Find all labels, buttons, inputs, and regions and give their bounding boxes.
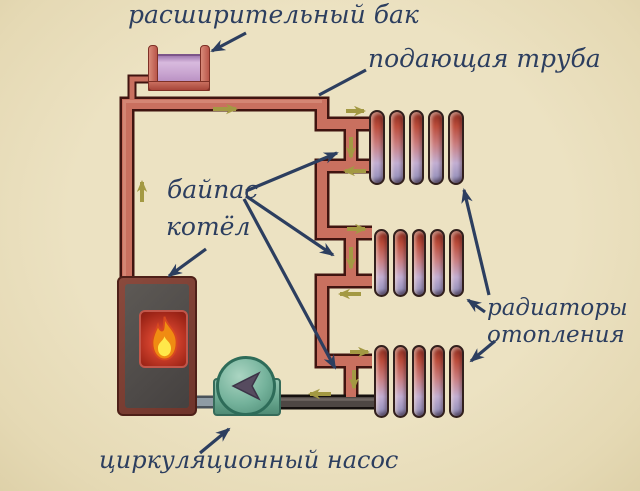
expansion-tank-liquid — [157, 54, 201, 82]
pointer-expansion-tank — [210, 31, 247, 53]
pump-rotor — [216, 356, 276, 416]
pointer-supply-pipe — [318, 68, 367, 97]
radiator-3 — [374, 345, 464, 418]
radiator-1 — [369, 110, 464, 185]
boiler-fire-window — [139, 310, 188, 368]
pump-impeller-icon — [231, 371, 261, 401]
circulation-pump — [212, 356, 284, 418]
pointer-radiator-2 — [466, 298, 486, 314]
boiler-body — [125, 284, 189, 408]
pump-label: циркуляционный насос — [99, 446, 399, 474]
radiator-2 — [374, 229, 464, 297]
expansion-tank-label: расширительный бак — [128, 0, 419, 29]
boiler — [117, 276, 197, 416]
boiler-label: котёл — [166, 212, 251, 241]
pointer-radiator-1 — [461, 188, 491, 296]
pointer-bypass-3 — [242, 198, 337, 370]
pointer-bypass-2 — [245, 194, 335, 257]
pointer-boiler — [167, 247, 207, 278]
expansion-tank — [148, 45, 210, 91]
flame-icon — [151, 316, 178, 361]
riser-pipe-3 — [317, 276, 372, 366]
radiator-fin — [369, 110, 385, 185]
bypass-label: байпас — [167, 175, 259, 204]
supply-pipe-label: подающая труба — [368, 44, 601, 73]
riser-pipe-2 — [317, 161, 372, 238]
pointer-bypass-1 — [245, 151, 339, 193]
radiators-label: радиаторы отопления — [487, 295, 628, 349]
